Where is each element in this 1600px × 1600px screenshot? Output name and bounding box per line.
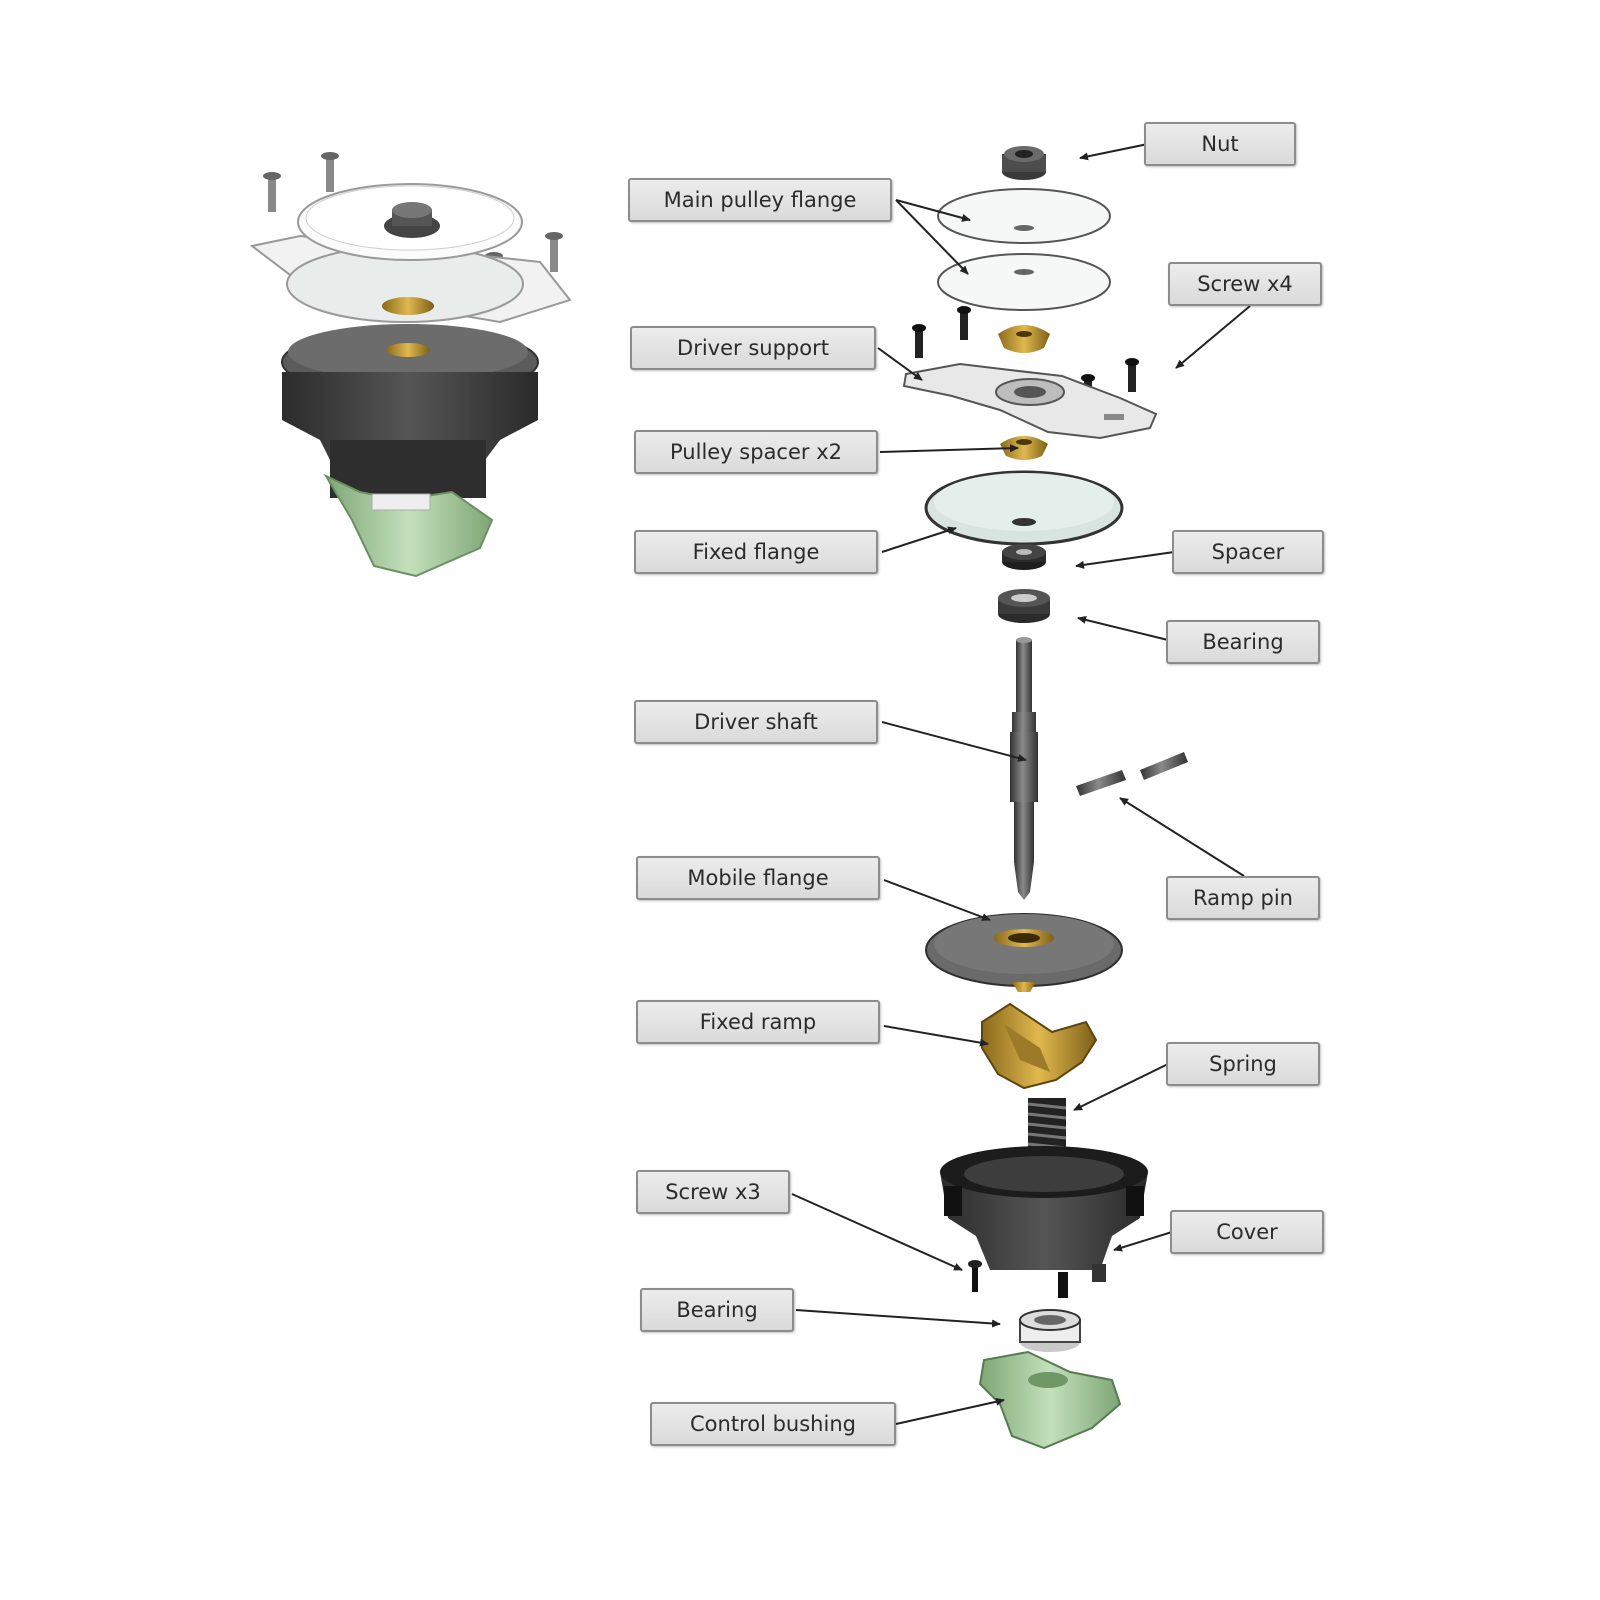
part-fixed-ramp (981, 1002, 1098, 1090)
label-mobile-flange: Mobile flange (636, 856, 880, 900)
label-spacer: Spacer (1172, 530, 1324, 574)
label-driver-shaft: Driver shaft (634, 700, 878, 744)
label-screw-x3: Screw x3 (636, 1170, 790, 1214)
label-driver-support: Driver support (630, 326, 876, 370)
part-driver-shaft (1010, 637, 1038, 900)
label-fixed-ramp: Fixed ramp (636, 1000, 880, 1044)
label-ramp-pin: Ramp pin (1166, 876, 1320, 920)
label-nut: Nut (1144, 122, 1296, 166)
label-main-pulley-flange: Main pulley flange (628, 178, 892, 222)
part-driver-support (902, 362, 1158, 440)
label-cover: Cover (1170, 1210, 1324, 1254)
part-spring (1027, 1098, 1067, 1150)
label-bearing-top: Bearing (1166, 620, 1320, 664)
part-fixed-flange (924, 470, 1124, 546)
part-mobile-flange (925, 913, 1123, 992)
part-bearing-bottom (1019, 1309, 1081, 1352)
part-screw-x4 (912, 306, 1139, 408)
part-main-pulley-flange-bottom (937, 253, 1111, 311)
part-ramp-pin (1076, 752, 1188, 796)
label-bearing-bottom: Bearing (640, 1288, 794, 1332)
assembled-view (249, 152, 572, 578)
label-pulley-spacer-x2: Pulley spacer x2 (634, 430, 878, 474)
part-main-pulley-flange-top (937, 188, 1111, 244)
label-spring: Spring (1166, 1042, 1320, 1086)
part-nut (1002, 146, 1046, 180)
part-screw-x3 (968, 1260, 982, 1292)
label-screw-x4: Screw x4 (1168, 262, 1322, 306)
part-pulley-spacer-upper (998, 325, 1050, 353)
part-cover (940, 1146, 1148, 1298)
part-spacer (1002, 544, 1046, 570)
label-fixed-flange: Fixed flange (634, 530, 878, 574)
label-control-bushing: Control bushing (650, 1402, 896, 1446)
leader-lines (791, 143, 1251, 1425)
part-pulley-spacer-lower (1000, 436, 1048, 460)
part-bearing-top (998, 589, 1050, 623)
part-control-bushing (978, 1350, 1122, 1450)
